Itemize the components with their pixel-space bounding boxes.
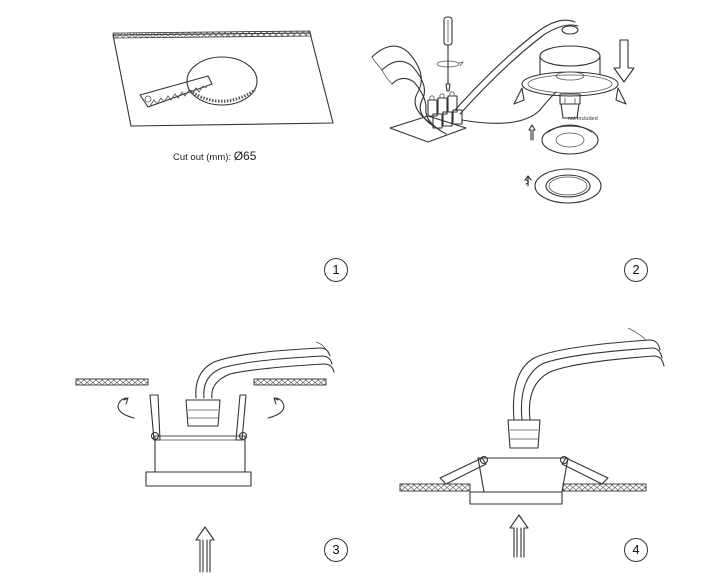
- trim-ring: [534, 168, 602, 204]
- fixture-body-3: [154, 435, 246, 473]
- spring-left: [149, 394, 161, 441]
- step-number-3: 3: [324, 538, 348, 562]
- down-arrow-icon: [613, 39, 635, 83]
- push-arrow-4: [509, 514, 529, 558]
- step-number-2: 2: [624, 258, 648, 282]
- lamp-bulb: [541, 98, 599, 155]
- cable-bundle: [371, 45, 433, 125]
- panel-1-cutout: [112, 30, 334, 127]
- rotate-right-icon: [267, 397, 285, 419]
- cable-3: [195, 347, 331, 399]
- push-arrow-3: [195, 526, 215, 573]
- cutout-caption: Cut out (mm): Ø65: [173, 149, 257, 163]
- spring-right: [235, 394, 248, 441]
- board-hatch-edge: [112, 30, 312, 39]
- cut-hole: [186, 56, 258, 106]
- up-arrow-icon: [528, 124, 536, 141]
- ceiling-left-4: [399, 483, 471, 492]
- ceiling-right: [253, 378, 327, 386]
- connector-3: [185, 399, 221, 427]
- panel-3-insert: [75, 341, 335, 573]
- spring-left-4: [439, 457, 487, 485]
- cable-4: [512, 339, 661, 421]
- panel-2-wiring: [371, 16, 635, 204]
- fixture-flange-3: [145, 471, 252, 487]
- screwdriver-icon: [436, 16, 464, 92]
- step-number-1: 1: [324, 258, 348, 282]
- fixture-connector: [561, 25, 579, 35]
- panel-4-installed: [399, 327, 665, 558]
- connector-4: [507, 419, 541, 449]
- saw-icon: [139, 75, 213, 108]
- rotate-left-icon: [117, 397, 135, 419]
- fixture-body-4: [477, 457, 569, 493]
- spring-right-4: [561, 457, 609, 485]
- fixture-flange-4: [469, 491, 563, 505]
- spring-housing: [513, 45, 627, 105]
- rotate-arrow-icon: [524, 175, 532, 187]
- ceiling-right-4: [562, 483, 647, 492]
- terminal-block: [389, 91, 467, 143]
- not-included-note: not included: [568, 116, 598, 122]
- step-number-4: 4: [624, 538, 648, 562]
- cut-hole-rim: [189, 88, 256, 103]
- ceiling-left: [75, 378, 149, 386]
- supply-wire: [454, 19, 576, 111]
